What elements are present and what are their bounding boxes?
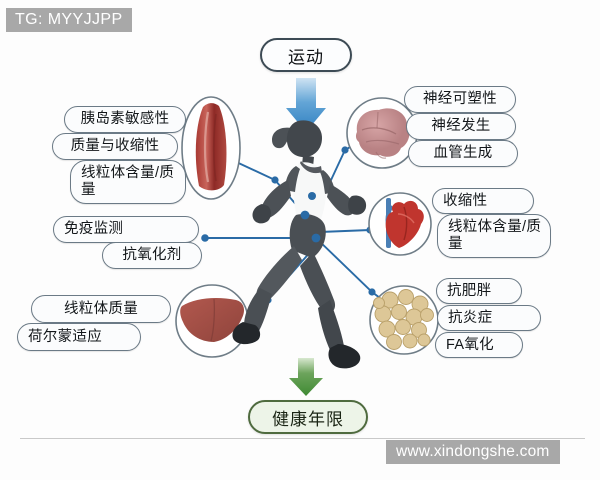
watermark-top-left: TG: MYYJJPP [6, 8, 132, 32]
fat-cells-icon [369, 285, 439, 355]
heart-icon [368, 192, 432, 256]
label-muscle-insulin-sensitivity: 胰岛素敏感性 [64, 106, 186, 133]
outcome-node-healthspan: 健康年限 [248, 400, 368, 434]
muscle-icon [181, 96, 241, 200]
label-heart-contractility: 收缩性 [432, 188, 534, 214]
label-immune-surveillance: 免疫监测 [53, 216, 199, 243]
label-brain-neurogenesis: 神经发生 [406, 113, 516, 140]
label-brain-neuroplasticity: 神经可塑性 [404, 86, 516, 113]
source-node-exercise: 运动 [260, 38, 352, 72]
watermark-bottom-right: www.xindongshe.com [386, 440, 560, 464]
label-muscle-mitochondrial-content-quality: 线粒体含量/质量 [70, 160, 186, 204]
label-adipose-anti-obesity: 抗肥胖 [436, 278, 522, 304]
label-adipose-anti-inflammation: 抗炎症 [437, 305, 541, 331]
green-down-arrow [289, 358, 323, 396]
label-heart-mitochondrial-content-quality: 线粒体含量/质量 [437, 214, 551, 258]
blue-down-arrow [286, 78, 326, 132]
label-immune-antioxidants: 抗氧化剂 [102, 242, 202, 269]
label-brain-angiogenesis: 血管生成 [408, 140, 518, 167]
brain-icon [346, 97, 418, 169]
footer-divider [20, 438, 585, 439]
label-muscle-mass-contractility: 质量与收缩性 [52, 133, 178, 160]
running-woman-silhouette [232, 120, 367, 369]
label-liver-hormonal-adaptation: 荷尔蒙适应 [17, 323, 141, 351]
label-liver-mitochondrial-quality: 线粒体质量 [31, 295, 171, 323]
liver-icon [175, 284, 249, 358]
label-adipose-fa-oxidation: FA氧化 [435, 332, 523, 358]
